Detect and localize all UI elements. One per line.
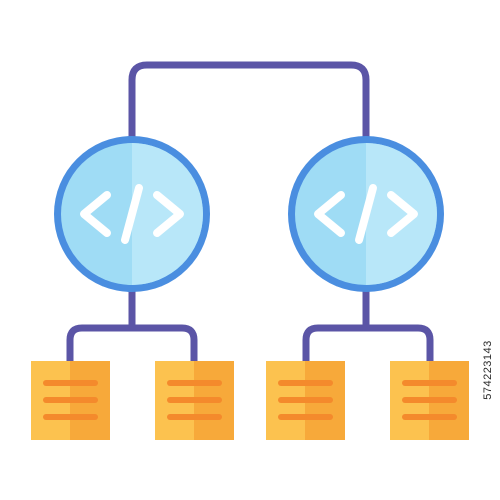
code-brackets-icon — [314, 184, 418, 244]
code-brackets-icon — [80, 184, 184, 244]
document-1 — [31, 361, 110, 440]
watermark-id: 574223143 — [478, 250, 498, 490]
document-lines-icon — [402, 380, 457, 420]
document-lines-icon — [278, 380, 333, 420]
code-node-right — [288, 136, 444, 292]
code-node-left — [54, 136, 210, 292]
document-3 — [266, 361, 345, 440]
document-lines-icon — [167, 380, 222, 420]
document-4 — [390, 361, 469, 440]
watermark-text: 574223143 — [482, 340, 494, 400]
left-branch-connector — [66, 286, 198, 366]
top-connector-line — [128, 61, 370, 144]
document-lines-icon — [43, 380, 98, 420]
right-branch-connector — [302, 286, 434, 366]
document-2 — [155, 361, 234, 440]
